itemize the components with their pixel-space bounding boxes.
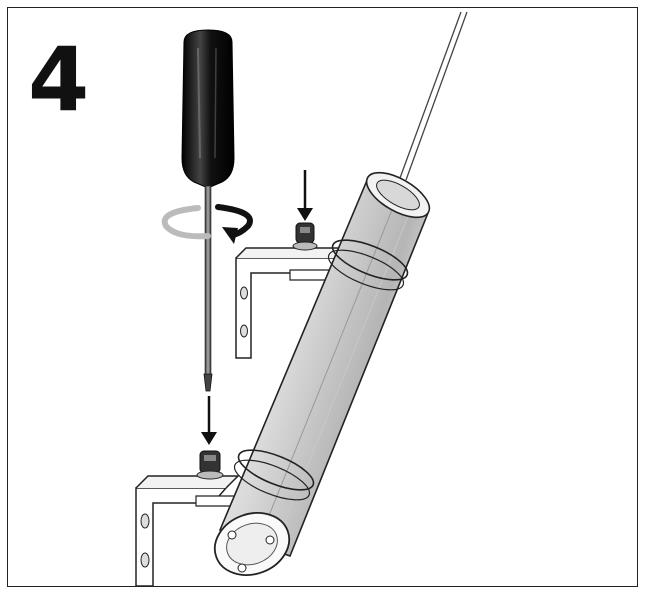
down-arrow-icon bbox=[297, 170, 313, 221]
down-arrow-icon bbox=[201, 396, 217, 445]
screwdriver-icon bbox=[181, 29, 235, 392]
upper-screw bbox=[292, 222, 318, 251]
lower-screw bbox=[196, 450, 224, 480]
step-number: 4 bbox=[28, 28, 90, 131]
upper-mounting-bracket bbox=[235, 247, 346, 359]
assembly-illustration bbox=[135, 11, 468, 586]
power-cable bbox=[399, 11, 468, 181]
light-tube bbox=[213, 171, 431, 576]
rotate-clockwise-arrow-icon bbox=[161, 204, 253, 244]
instruction-panel: 4 bbox=[7, 7, 638, 587]
